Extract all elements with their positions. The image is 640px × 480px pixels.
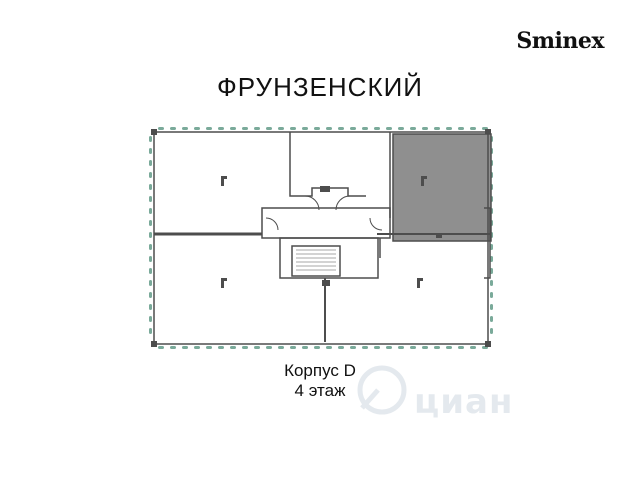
window-marker — [194, 346, 200, 349]
window-marker — [386, 127, 392, 130]
window-marker — [182, 127, 188, 130]
window-marker — [350, 127, 356, 130]
window-marker — [149, 292, 152, 298]
window-marker — [362, 127, 368, 130]
window-marker — [410, 346, 416, 349]
window-marker — [290, 127, 296, 130]
window-marker — [490, 328, 493, 334]
window-marker — [314, 127, 320, 130]
window-marker — [278, 346, 284, 349]
window-marker — [338, 127, 344, 130]
window-marker — [490, 292, 493, 298]
window-marker — [149, 304, 152, 310]
window-marker — [362, 346, 368, 349]
window-marker — [182, 346, 188, 349]
watermark-text: циан — [414, 382, 514, 422]
window-marker — [434, 346, 440, 349]
window-marker — [149, 136, 152, 142]
window-marker — [490, 304, 493, 310]
floor-label: 4 этаж — [294, 381, 346, 400]
window-marker — [434, 127, 440, 130]
window-marker — [410, 127, 416, 130]
window-marker — [446, 127, 452, 130]
window-marker — [149, 280, 152, 286]
window-marker — [326, 346, 332, 349]
window-marker — [149, 160, 152, 166]
window-marker — [422, 346, 428, 349]
building-label: Корпус D — [284, 361, 356, 380]
walls — [153, 131, 491, 345]
highlighted-apartment[interactable] — [392, 133, 492, 242]
window-marker — [490, 280, 493, 286]
window-marker — [326, 127, 332, 130]
window-marker — [398, 346, 404, 349]
window-marker — [302, 346, 308, 349]
window-marker — [386, 346, 392, 349]
window-marker — [398, 127, 404, 130]
window-marker — [230, 346, 236, 349]
window-marker — [149, 148, 152, 154]
window-marker — [170, 346, 176, 349]
window-marker — [149, 208, 152, 214]
column-markers — [221, 176, 442, 288]
window-marker — [149, 328, 152, 334]
watermark: циан — [352, 356, 562, 426]
window-marker — [446, 346, 452, 349]
window-marker — [218, 127, 224, 130]
window-marker — [149, 220, 152, 226]
window-marker — [149, 316, 152, 322]
window-marker — [374, 346, 380, 349]
window-marker — [422, 127, 428, 130]
window-marker — [254, 346, 260, 349]
window-marker — [338, 346, 344, 349]
window-marker — [458, 346, 464, 349]
window-marker — [149, 184, 152, 190]
window-marker — [242, 127, 248, 130]
window-marker — [218, 346, 224, 349]
window-marker — [374, 127, 380, 130]
window-marker — [149, 256, 152, 262]
window-marker — [158, 127, 164, 130]
window-marker — [490, 316, 493, 322]
window-marker — [230, 127, 236, 130]
caption: Корпус D 4 этаж — [0, 361, 640, 401]
window-marker — [278, 127, 284, 130]
window-marker — [470, 127, 476, 130]
window-marker — [254, 127, 260, 130]
watermark-logo-icon — [357, 365, 407, 415]
window-marker — [458, 127, 464, 130]
window-marker — [194, 127, 200, 130]
window-marker — [206, 127, 212, 130]
window-marker — [266, 127, 272, 130]
page-title: ФРУНЗЕНСКИЙ — [217, 72, 423, 102]
window-marker — [149, 172, 152, 178]
window-marker — [350, 346, 356, 349]
stairwell — [296, 249, 336, 271]
window-marker — [158, 346, 164, 349]
window-marker — [242, 346, 248, 349]
window-marker — [266, 346, 272, 349]
floor-plan — [149, 127, 493, 349]
window-marker — [314, 346, 320, 349]
window-marker — [149, 244, 152, 250]
window-marker — [302, 127, 308, 130]
window-marker — [170, 127, 176, 130]
window-marker — [470, 346, 476, 349]
window-marker — [149, 232, 152, 238]
window-marker — [290, 346, 296, 349]
window-marker — [149, 196, 152, 202]
brand-logo: Sminex — [516, 28, 604, 54]
window-marker — [206, 346, 212, 349]
window-marker — [149, 268, 152, 274]
